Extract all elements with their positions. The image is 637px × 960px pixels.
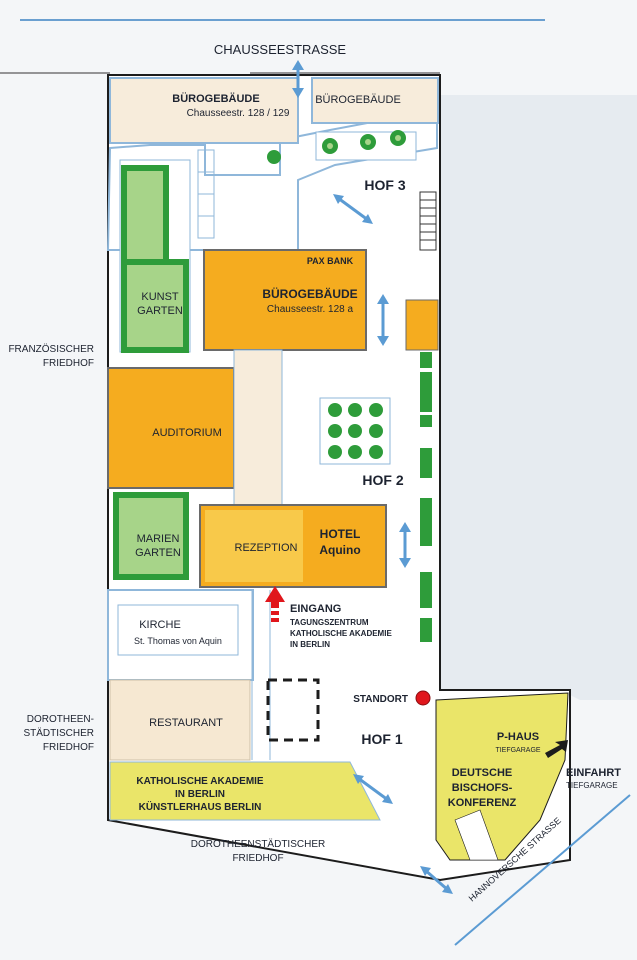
courtyard-hof1: HOF 1 (361, 731, 402, 747)
pax-bank-label: PAX BANK (307, 256, 354, 266)
street-line-hannoversche (454, 794, 631, 946)
kunstgarten-label-1: KUNST (141, 291, 179, 303)
rezeption-area (205, 510, 303, 582)
konferenz-line-2: BISCHOFS- (452, 782, 513, 794)
walkway-arrows (296, 68, 449, 892)
cemetery-dorotheen-3: FRIEDHOF (43, 742, 94, 753)
akademie-line-1: KATHOLISCHE AKADEMIE (136, 776, 264, 787)
cemetery-franzoesisch-2: FRIEDHOF (43, 358, 94, 369)
standort-marker (415, 690, 431, 706)
courtyard-hof2: HOF 2 (362, 472, 403, 488)
cemetery-south-1: DOROTHEENSTÄDTISCHER (191, 838, 325, 850)
einfahrt-sub: TIEFGARAGE (566, 781, 618, 790)
street-chausseestrasse: CHAUSSEESTRASSE (214, 42, 347, 57)
akademie-building (109, 761, 381, 821)
courtyard-hof3: HOF 3 (364, 177, 405, 193)
mariengarten-label-1: MARIEN (137, 533, 180, 545)
seating-rows (197, 149, 215, 239)
phaus-sub: TIEFGARAGE (495, 747, 540, 754)
office-center-building (203, 249, 367, 351)
entrance-title: EINGANG (290, 603, 341, 615)
kunstgarten-lawn (121, 259, 189, 353)
kirche-subtitle: St. Thomas von Aquin (134, 636, 222, 646)
office-nw-address: Chausseestr. 128 / 129 (187, 108, 290, 119)
kirche-label: KIRCHE (139, 619, 181, 631)
entrance-walkway (251, 590, 271, 760)
standort-label: STANDORT (353, 694, 408, 705)
foyer-corridor (233, 349, 283, 506)
stairs-hof3 (419, 191, 437, 251)
cemetery-franzoesisch-1: FRANZÖSISCHER (8, 343, 94, 355)
mariengarten-label-2: GARTEN (135, 547, 181, 559)
konferenz-line-1: DEUTSCHE (452, 767, 513, 779)
walkway-arrowheads (292, 60, 453, 894)
auditorium-building (107, 367, 235, 489)
entrance-line-3: IN BERLIN (290, 640, 330, 649)
restaurant-block (109, 679, 251, 761)
hotel-label-2: Aquino (319, 543, 360, 557)
office-center-address: Chausseestr. 128 a (267, 304, 354, 315)
phaus-label: P-HAUS (497, 731, 539, 743)
entrance-line-2: KATHOLISCHE AKADEMIE (290, 629, 392, 638)
office-center-name: BÜROGEBÄUDE (262, 286, 357, 301)
mariengarten (113, 492, 189, 580)
office-nw-name: BÜROGEBÄUDE (172, 92, 259, 105)
entrance-arrow (265, 586, 285, 622)
cemetery-dorotheen-1: DOROTHEEN- (27, 714, 94, 725)
cemetery-south-2: FRIEDHOF (232, 853, 283, 864)
kunstgarten-label-2: GARTEN (137, 305, 183, 317)
trees-hof3 (267, 130, 417, 164)
rezeption-label: REZEPTION (235, 542, 298, 554)
konferenz-stairs (454, 809, 499, 861)
office-nw-building (109, 77, 299, 144)
einfahrt-arrow (545, 740, 568, 758)
street-shading (440, 95, 637, 700)
cemetery-dorotheen-2: STÄDTISCHER (23, 727, 94, 739)
office-ne-name: BÜROGEBÄUDE (315, 94, 401, 106)
restaurant-label: RESTAURANT (149, 717, 223, 729)
akademie-line-2: IN BERLIN (175, 789, 225, 800)
trees-hof2 (319, 397, 391, 465)
office-center-annex (405, 299, 439, 351)
entrance-line-1: TAGUNGSZENTRUM (290, 618, 369, 627)
hedge-strip (420, 352, 432, 642)
auditorium-label: AUDITORIUM (152, 427, 221, 439)
dashed-marker (266, 678, 320, 742)
kirche-building (117, 604, 239, 656)
konferenz-line-3: KONFERENZ (448, 797, 517, 809)
hotel-label-1: HOTEL (320, 527, 361, 541)
office-ne-building (311, 77, 439, 124)
einfahrt-label: EINFAHRT (566, 767, 621, 779)
akademie-line-3: KÜNSTLERHAUS BERLIN (139, 800, 262, 813)
